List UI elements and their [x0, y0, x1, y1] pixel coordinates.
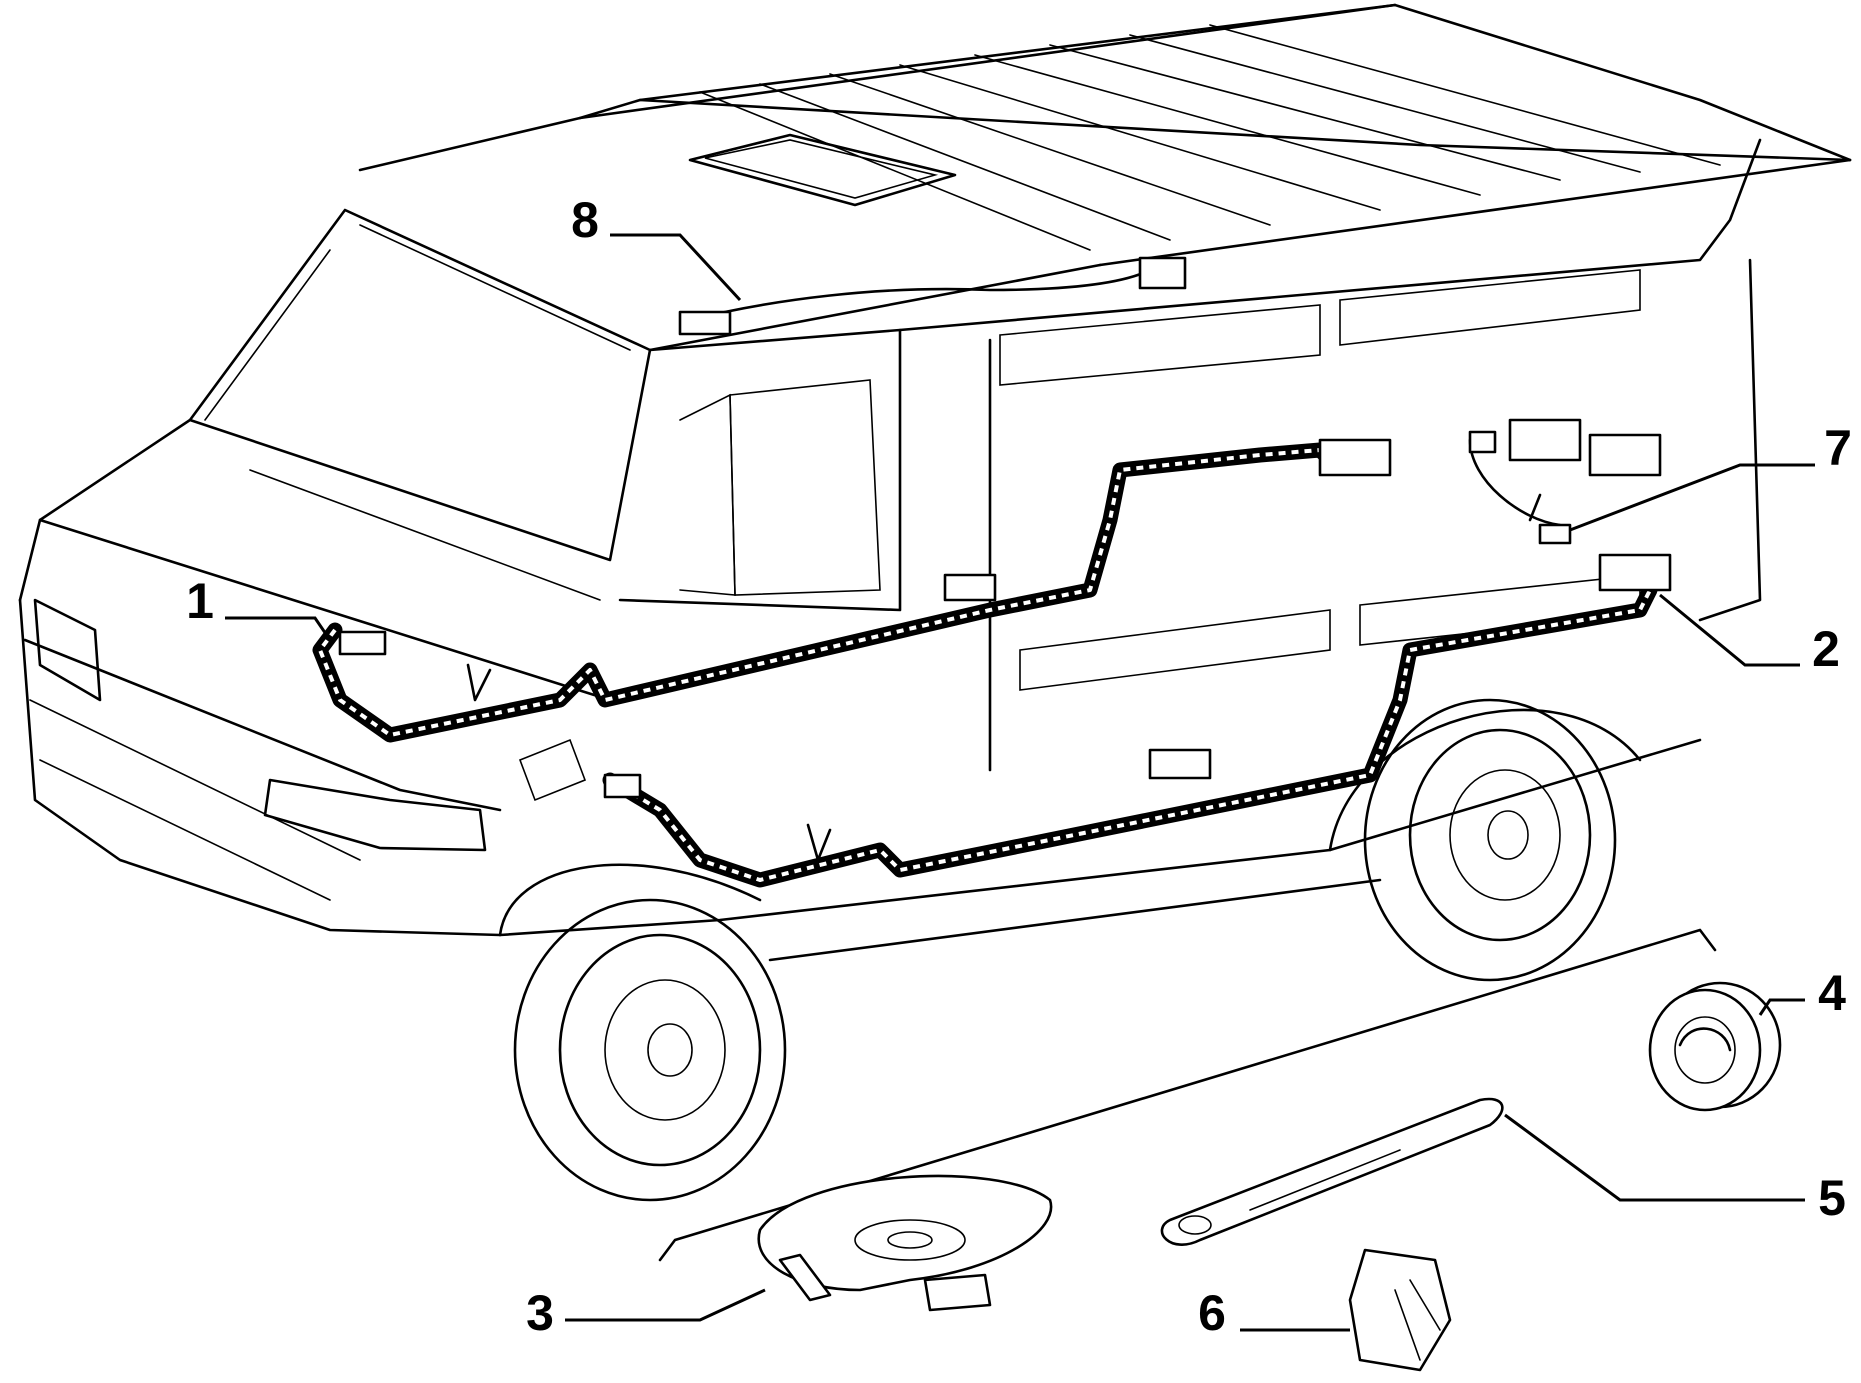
callout-3: 3 [526, 1285, 554, 1341]
leader-line-1 [225, 616, 332, 641]
clip-part-6 [1348, 1248, 1452, 1372]
callout-8: 8 [571, 192, 599, 248]
callout-6: 6 [1198, 1285, 1226, 1341]
callout-4: 4 [1818, 965, 1846, 1021]
cable-tie-part-5 [1160, 1097, 1504, 1246]
callout-7: 7 [1824, 420, 1852, 476]
main-wiring-harness [312, 438, 1672, 888]
callout-1: 1 [186, 573, 214, 629]
callout-5: 5 [1818, 1170, 1846, 1226]
leader-lines [225, 233, 1815, 1332]
callout-labels: 1 2 3 4 5 6 7 8 [186, 192, 1852, 1341]
leader-line-3 [565, 1288, 766, 1322]
bracket-part-3 [757, 1174, 1053, 1312]
callout-2: 2 [1812, 621, 1840, 677]
leader-line-7 [1569, 463, 1815, 532]
leader-line-5 [1504, 1113, 1805, 1202]
grommet-part-4 [1648, 981, 1782, 1112]
leader-line-4 [1758, 998, 1805, 1016]
lamp-harness-part-7 [1468, 418, 1662, 545]
van-body [18, 3, 1852, 1262]
leader-line-8 [610, 233, 742, 302]
roof-harness-part-8 [678, 256, 1187, 336]
leader-line-2 [1659, 593, 1800, 667]
